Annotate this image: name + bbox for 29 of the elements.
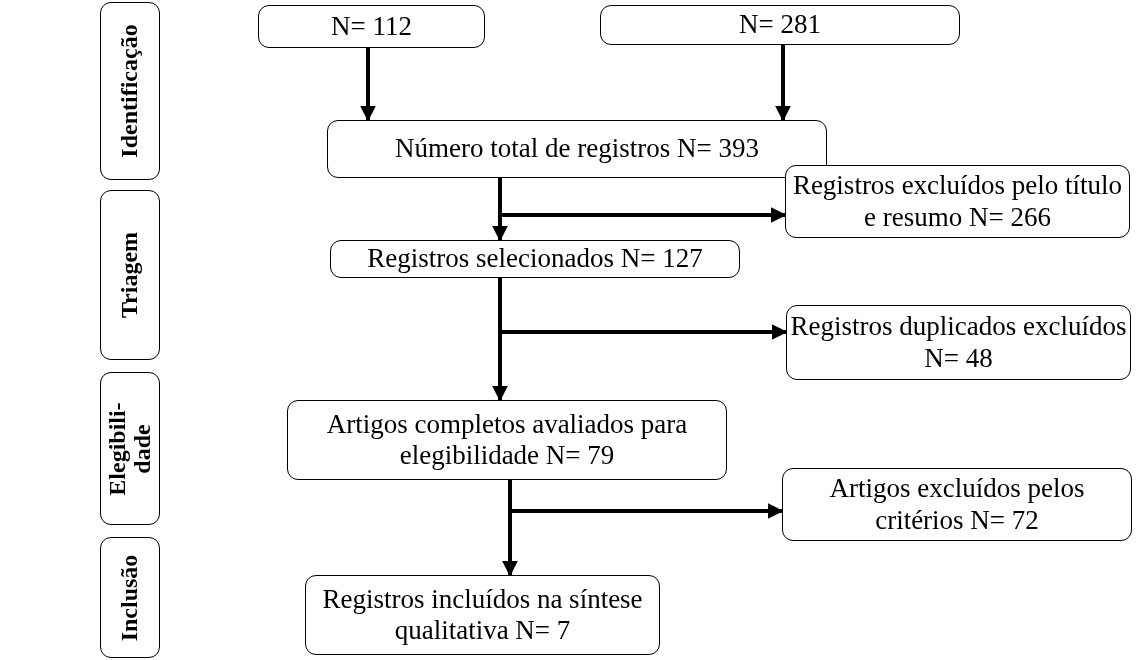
process-box [287, 400, 727, 480]
stage-label-box [100, 190, 160, 360]
box-text: Artigos excluídos pelos critérios N= 72 [828, 473, 1086, 536]
stage-label: Inclusão [117, 553, 143, 643]
box-text: N= 281 [739, 9, 821, 41]
box-text: Número total de registros N= 393 [395, 133, 759, 165]
stage-label-box [100, 2, 160, 180]
process-box [785, 165, 1130, 238]
stage-label: Triagem [117, 230, 143, 321]
process-box [600, 5, 960, 45]
process-box [258, 5, 485, 48]
box-text: Registros selecionados N= 127 [367, 243, 703, 275]
process-box [327, 120, 827, 178]
arrow [775, 45, 791, 122]
arrow [492, 278, 508, 402]
process-box [305, 575, 660, 655]
stage-label: Identificação [117, 23, 143, 160]
process-box [786, 305, 1131, 380]
process-box [782, 468, 1132, 541]
box-text: Registros excluídos pelo título e resumo N= 266 [791, 170, 1124, 233]
box-text: Registros duplicados excluídos N= 48 [789, 311, 1128, 374]
box-text: N= 112 [331, 10, 412, 42]
box-text: Registros incluídos na síntese qualitativa N= 7 [321, 583, 644, 647]
stage-label: Elegibili- dade [104, 400, 156, 498]
arrow [360, 48, 376, 122]
stage-label-box [100, 372, 160, 525]
process-box [330, 240, 740, 278]
stage-label-box [100, 537, 160, 658]
box-text: Artigos completos avaliados para elegibilidade N= 79 [325, 408, 689, 472]
